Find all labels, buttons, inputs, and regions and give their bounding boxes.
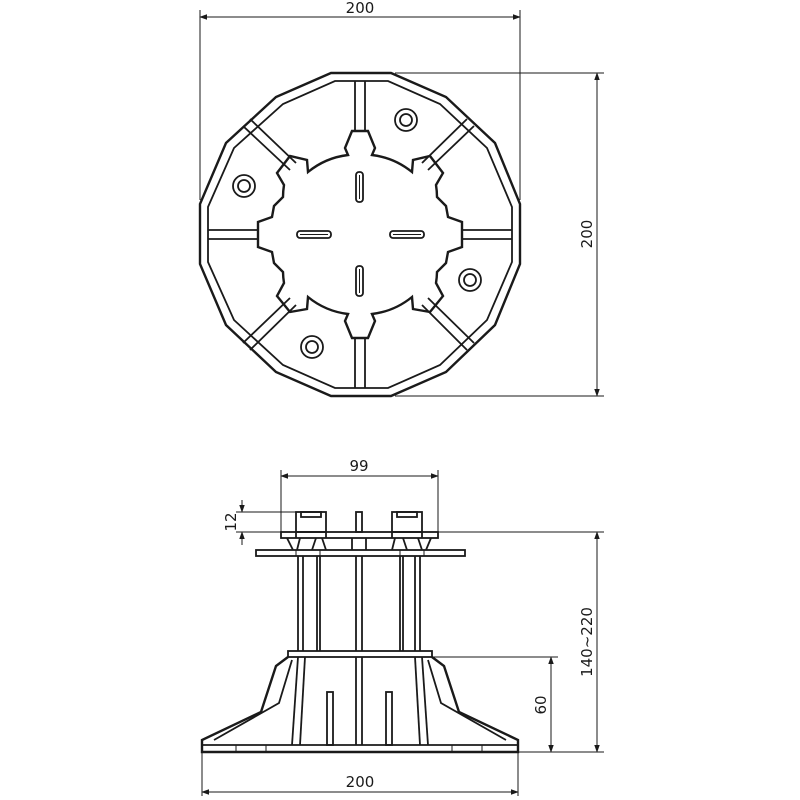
- top-height-dimension: 200: [395, 72, 604, 397]
- top-width-dimension: 200: [199, 0, 521, 200]
- side-view-base-rim: [287, 650, 433, 658]
- side-view-base-outline: [200, 656, 520, 754]
- top-view-bolt-holes: [232, 108, 482, 359]
- head-width-label: 99: [349, 457, 368, 475]
- top-view-inner-rim: [207, 80, 513, 389]
- base-height-dimension: 60: [432, 656, 558, 753]
- side-view-base-inner-right: [427, 659, 507, 741]
- base-width-dimension: 200: [201, 752, 519, 796]
- head-thickness-label: 12: [222, 512, 240, 531]
- top-view-central-disc: [256, 129, 464, 340]
- base-height-label: 60: [532, 695, 550, 714]
- height-range-dimension: 140~220: [438, 531, 604, 753]
- side-view-base-inner-left: [213, 659, 293, 741]
- side-view-flange: [255, 549, 466, 557]
- side-view: [200, 511, 520, 754]
- side-view-head-plate: [280, 511, 439, 539]
- side-view-head-ribs: [286, 537, 432, 551]
- top-view-outer-outline: [198, 71, 522, 398]
- side-view-column: [297, 556, 421, 651]
- top-view-center-slots: [296, 171, 425, 297]
- head-width-dimension: 99: [280, 457, 439, 532]
- base-width-label: 200: [346, 773, 375, 791]
- height-range-label: 140~220: [578, 607, 596, 677]
- top-width-label: 200: [346, 0, 375, 17]
- side-view-base-ribs: [235, 656, 483, 752]
- top-view: [198, 71, 522, 398]
- top-view-ribs: [208, 81, 512, 388]
- top-height-label: 200: [578, 220, 596, 249]
- head-thickness-dimension: 12: [222, 500, 296, 545]
